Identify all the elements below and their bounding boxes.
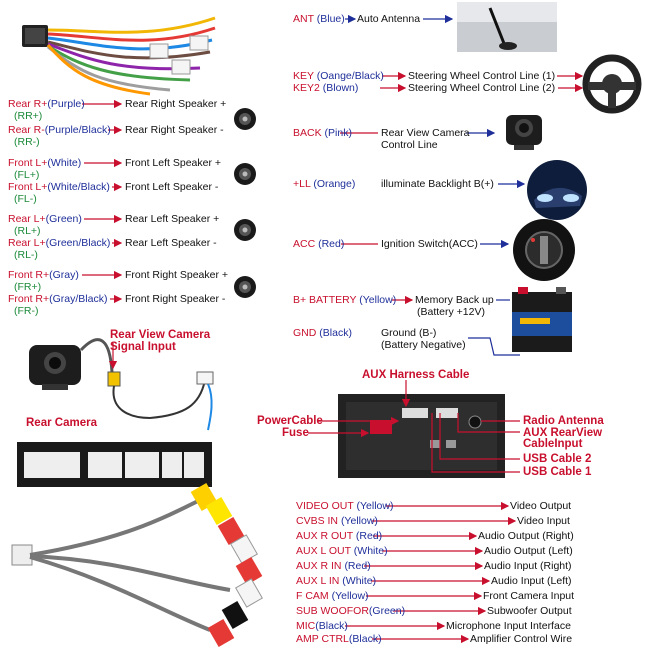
aux-label: AUX R IN (Red) <box>296 560 371 572</box>
aux-dest: Amplifier Control Wire <box>470 633 573 645</box>
connector-strip <box>17 442 212 487</box>
wire-abbr: (FL-) <box>14 193 37 205</box>
radio-antenna-label: Radio Antenna <box>523 415 604 427</box>
camera-input-label-2: Signal Input <box>110 341 176 353</box>
wire-dest: Rear Right Speaker + <box>125 98 227 110</box>
aux-label: AUX L IN (White) <box>296 575 377 587</box>
rear-camera-icon <box>29 338 214 431</box>
wire-abbr: (RL+) <box>14 225 41 237</box>
wire-dest-back-1: Rear View Camera <box>381 127 470 139</box>
right-arrows <box>340 14 584 356</box>
wire-dest: Rear Left Speaker + <box>125 213 220 225</box>
wire-label-ant: ANT (Blue) <box>293 13 345 25</box>
steering-wheel-icon <box>582 54 642 114</box>
aux-arrows <box>345 501 517 644</box>
aux-dest: Subwoofer Output <box>487 605 572 617</box>
wire-dest-key1: Steering Wheel Control Line (1) <box>408 70 556 82</box>
wire-dest: Front Right Speaker - <box>125 293 226 305</box>
wire-dest-back-2: Control Line <box>381 139 438 151</box>
camera-icon <box>506 115 542 150</box>
aux-label: F CAM (Yellow) <box>296 590 369 602</box>
wire-label: Front R+(Gray) <box>8 269 79 281</box>
power-cable-label: PowerCable <box>257 415 323 427</box>
aux-dest: Microphone Input Interface <box>446 620 571 632</box>
wire-harness-icon <box>22 16 216 96</box>
fuse-label: Fuse <box>282 427 309 439</box>
camera-input-label-1: Rear View Camera <box>110 329 211 341</box>
rear-camera-label: Rear Camera <box>26 417 97 429</box>
aux-label: AUX L OUT (White) <box>296 545 388 557</box>
antenna-icon <box>457 2 557 52</box>
wire-abbr: (FR-) <box>14 305 39 317</box>
wire-dest-bplus-2: (Battery +12V) <box>417 306 485 318</box>
rca-cable-icon <box>11 482 263 648</box>
wire-dest-gnd-2: (Battery Negative) <box>381 339 466 351</box>
wire-dest-bplus-1: Memory Back up <box>415 294 494 306</box>
wire-label: Front L+(White) <box>8 157 82 169</box>
aux-label: VIDEO OUT (Yellow) <box>296 500 394 512</box>
aux-label: AUX R OUT (Red) <box>296 530 383 542</box>
wire-dest-gnd-1: Ground (B-) <box>381 327 437 339</box>
wire-label: Front L+(White/Black) <box>8 181 110 193</box>
aux-dest: Audio Input (Right) <box>484 560 572 572</box>
wire-dest-key2: Steering Wheel Control Line (2) <box>408 82 556 94</box>
wire-dest-ll: illuminate Backlight B(+) <box>381 178 494 190</box>
aux-dest: Front Camera Input <box>483 590 575 602</box>
wire-label-back: BACK (Pink) <box>293 127 352 139</box>
wire-dest-ant: Auto Antenna <box>357 13 421 25</box>
aux-rearview-label-2: CableInput <box>523 438 583 450</box>
wire-label: Rear R+(Purple) <box>8 98 85 110</box>
radio-unit-icon <box>308 380 520 478</box>
wire-dest: Rear Right Speaker - <box>125 124 224 136</box>
wire-dest-acc: Ignition Switch(ACC) <box>381 238 478 250</box>
aux-dest: Video Output <box>510 500 572 512</box>
aux-rearview-label-1: AUX RearView <box>523 427 603 439</box>
aux-dest: Audio Input (Left) <box>491 575 572 587</box>
aux-harness-label: AUX Harness Cable <box>362 369 470 381</box>
wire-label: Rear L+(Green/Black) <box>8 237 111 249</box>
wire-label: Front R+(Gray/Black) <box>8 293 108 305</box>
usb-cable-1-label: USB Cable 1 <box>523 466 592 478</box>
wire-dest: Rear Left Speaker - <box>125 237 217 249</box>
car-headlight-icon <box>527 160 587 220</box>
wire-label-bplus: B+ BATTERY (Yellow) <box>293 294 397 306</box>
usb-cable-2-label: USB Cable 2 <box>523 453 592 465</box>
aux-dest: Audio Output (Right) <box>478 530 574 542</box>
wire-abbr: (RR+) <box>14 110 43 122</box>
wire-label: Rear L+(Green) <box>8 213 82 225</box>
left-arrows <box>82 99 123 304</box>
speaker-icon <box>234 108 256 298</box>
wire-label: Rear R-(Purple/Black) <box>8 124 111 136</box>
wire-abbr: (RR-) <box>14 136 40 148</box>
aux-dest: Video Input <box>517 515 570 527</box>
wire-dest: Front Left Speaker + <box>125 157 222 169</box>
aux-label: MIC(Black) <box>296 620 348 632</box>
wire-abbr: (RL-) <box>14 249 38 261</box>
wire-abbr: (FR+) <box>14 281 42 293</box>
ignition-key-icon <box>513 219 575 281</box>
battery-icon <box>512 287 572 352</box>
aux-dest: Audio Output (Left) <box>484 545 573 557</box>
wire-abbr: (FL+) <box>14 169 40 181</box>
wire-label-ll: +LL (Orange) <box>293 178 356 190</box>
aux-label: SUB WOOFOR(Green) <box>296 605 406 617</box>
aux-label: CVBS IN (Yellow) <box>296 515 378 527</box>
wire-label-key1: KEY (Oange/Black) <box>293 70 384 82</box>
wire-dest: Front Left Speaker - <box>125 181 219 193</box>
wire-label-gnd: GND (Black) <box>293 327 352 339</box>
wire-dest: Front Right Speaker + <box>125 269 229 281</box>
aux-label: AMP CTRL(Black) <box>296 633 382 645</box>
wire-label-acc: ACC (Red) <box>293 238 345 250</box>
wire-label-key2: KEY2 (Blown) <box>293 82 359 94</box>
